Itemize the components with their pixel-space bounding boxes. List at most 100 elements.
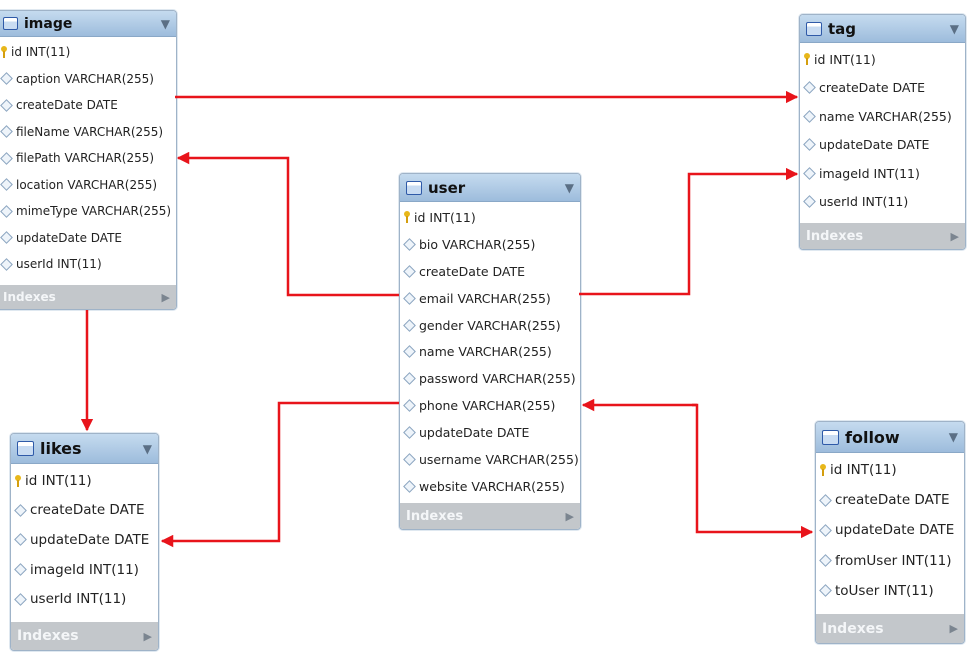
entity-image[interactable]: image ▼ id INT(11)caption VARCHAR(255) cr…	[0, 10, 177, 310]
chevron-down-icon[interactable]: ▼	[142, 441, 152, 456]
chevron-down-icon[interactable]: ▼	[948, 430, 958, 444]
column-row[interactable]: gender VARCHAR(255)	[400, 312, 580, 339]
column-row[interactable]: imageId INT(11)	[800, 159, 965, 188]
column-row[interactable]: updateDate DATE	[800, 131, 965, 160]
column-row[interactable]: name VARCHAR(255)	[400, 338, 580, 365]
diamond-icon	[819, 584, 832, 598]
column-row[interactable]: name VARCHAR(255)	[800, 102, 965, 131]
column-row[interactable]: updateDate DATE	[11, 525, 158, 555]
chevron-down-icon[interactable]: ▼	[949, 21, 959, 36]
column-label: createDate DATE	[16, 98, 118, 113]
column-row[interactable]: createDate DATE	[11, 496, 158, 526]
diamond-icon	[819, 554, 832, 568]
column-row[interactable]: imageId INT(11)	[11, 555, 158, 585]
indexes-label: Indexes	[806, 228, 864, 244]
column-label: name VARCHAR(255)	[419, 344, 552, 360]
column-row[interactable]: phone VARCHAR(255)	[400, 392, 580, 419]
entity-name: user	[428, 178, 466, 197]
chevron-down-icon[interactable]: ▼	[564, 180, 574, 195]
column-row[interactable]: createDate DATE	[400, 258, 580, 285]
column-label: fromUser INT(11)	[835, 552, 952, 569]
caret-right-icon[interactable]: ▶	[950, 229, 959, 243]
entity-header-likes[interactable]: likes ▼	[11, 434, 158, 464]
column-label: id INT(11)	[25, 472, 92, 489]
diamond-icon	[403, 318, 416, 332]
chevron-down-icon[interactable]: ▼	[160, 16, 170, 31]
column-row-primary-key[interactable]: id INT(11)	[816, 455, 964, 485]
column-row-primary-key[interactable]: id INT(11)	[800, 45, 965, 74]
diamond-icon	[403, 372, 416, 386]
diamond-icon	[14, 504, 27, 517]
column-label: id INT(11)	[830, 462, 897, 479]
column-row[interactable]: password VARCHAR(255)	[400, 365, 580, 392]
column-row[interactable]: mimeType VARCHAR(255)	[0, 198, 176, 225]
column-row[interactable]: toUser INT(11)	[816, 576, 964, 606]
column-label: id INT(11)	[814, 51, 876, 67]
column-row[interactable]: fromUser INT(11)	[816, 546, 964, 576]
entity-name: tag	[828, 19, 857, 38]
column-row[interactable]: email VARCHAR(255)	[400, 285, 580, 312]
indexes-label: Indexes	[822, 620, 884, 637]
column-row-primary-key[interactable]: id INT(11)	[0, 39, 176, 66]
column-row[interactable]: bio VARCHAR(255)	[400, 231, 580, 258]
column-row[interactable]: updateDate DATE	[400, 419, 580, 446]
diamond-icon	[803, 138, 816, 152]
column-label: filePath VARCHAR(255)	[16, 151, 155, 166]
table-icon	[806, 21, 822, 36]
diamond-icon	[0, 98, 13, 112]
diamond-icon	[403, 453, 416, 466]
column-row[interactable]: updateDate DATE	[816, 515, 964, 545]
diamond-icon	[403, 426, 416, 439]
column-row[interactable]: caption VARCHAR(255)	[0, 66, 176, 93]
indexes-bar[interactable]: Indexes ▶	[800, 223, 965, 249]
column-label: updateDate DATE	[819, 137, 930, 153]
entity-user[interactable]: user ▼ id INT(11) bio VARCHAR(255) createD…	[399, 173, 581, 530]
indexes-bar[interactable]: Indexes ▶	[816, 614, 964, 643]
column-row-primary-key[interactable]: id INT(11)	[11, 466, 158, 496]
entity-header-user[interactable]: user ▼	[400, 174, 580, 202]
table-icon	[822, 429, 839, 445]
caret-right-icon[interactable]: ▶	[161, 290, 170, 304]
column-row[interactable]: userId INT(11)	[800, 188, 965, 217]
column-row[interactable]: updateDate DATE	[0, 225, 176, 252]
column-label: id INT(11)	[414, 209, 476, 225]
indexes-bar[interactable]: Indexes ▶	[0, 285, 176, 309]
column-row[interactable]: userId INT(11)	[0, 251, 176, 278]
column-row[interactable]: createDate DATE	[0, 92, 176, 119]
column-row[interactable]: userId INT(11)	[11, 584, 158, 614]
indexes-bar[interactable]: Indexes ▶	[11, 622, 158, 650]
entity-header-tag[interactable]: tag ▼	[800, 15, 965, 43]
table-icon	[3, 17, 18, 30]
column-label: mimeType VARCHAR(255)	[16, 204, 172, 219]
entity-name: image	[24, 15, 73, 32]
column-row-primary-key[interactable]: id INT(11)	[400, 204, 580, 231]
column-row[interactable]: createDate DATE	[816, 485, 964, 515]
column-row[interactable]: website VARCHAR(255)	[400, 473, 580, 500]
column-row[interactable]: fileName VARCHAR(255)	[0, 119, 176, 146]
column-label: updateDate DATE	[419, 425, 530, 441]
entity-header-follow[interactable]: follow ▼	[816, 422, 964, 453]
table-icon	[17, 441, 34, 456]
column-label: website VARCHAR(255)	[419, 478, 565, 494]
diamond-icon	[803, 81, 816, 95]
entity-header-image[interactable]: image ▼	[0, 11, 176, 37]
column-row[interactable]: filePath VARCHAR(255)	[0, 145, 176, 172]
caret-right-icon[interactable]: ▶	[143, 629, 152, 643]
diamond-icon	[803, 166, 816, 180]
column-label: bio VARCHAR(255)	[419, 236, 536, 252]
diamond-icon	[0, 231, 13, 245]
column-row[interactable]: username VARCHAR(255)	[400, 446, 580, 473]
column-label: userId INT(11)	[16, 257, 102, 272]
column-label: imageId INT(11)	[819, 165, 920, 181]
caret-right-icon[interactable]: ▶	[565, 509, 574, 523]
arrow-user-to-likes	[160, 401, 399, 548]
indexes-bar[interactable]: Indexes ▶	[400, 503, 580, 529]
diamond-icon	[14, 563, 27, 576]
caret-right-icon[interactable]: ▶	[949, 622, 958, 635]
column-row[interactable]: location VARCHAR(255)	[0, 172, 176, 199]
column-row[interactable]: createDate DATE	[800, 74, 965, 103]
